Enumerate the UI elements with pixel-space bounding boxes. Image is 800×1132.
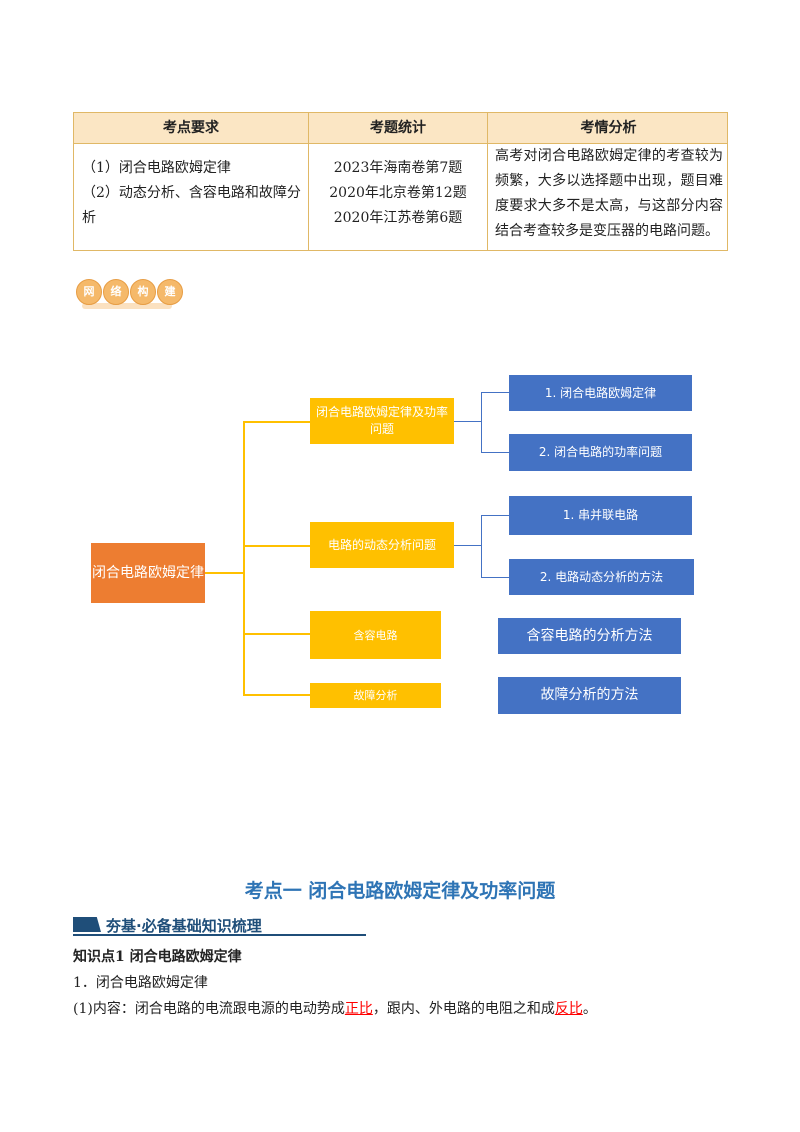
leaf-connector	[454, 545, 482, 546]
content-text: (1)内容：闭合电路的电流跟电源的电动势成	[73, 1001, 345, 1017]
stats-column: 考题统计 2023年海南卷第7题 2020年北京卷第12题 2020年江苏卷第6…	[309, 113, 488, 250]
leaf-connector	[481, 392, 509, 393]
connector-line	[243, 633, 310, 635]
exam-requirements-table: 考点要求 （1）闭合电路欧姆定律 （2）动态分析、含容电路和故障分析 考题统计 …	[73, 112, 728, 251]
leaf-connector	[481, 515, 509, 516]
branch-node: 闭合电路欧姆定律及功率问题	[310, 398, 454, 444]
analysis-column: 考情分析 高考对闭合电路欧姆定律的考查较为频繁，大多以选择题中出现，题目难度要求…	[488, 113, 729, 250]
requirements-column: 考点要求 （1）闭合电路欧姆定律 （2）动态分析、含容电路和故障分析	[74, 113, 309, 250]
leaf-connector	[481, 452, 509, 453]
leaf-connector	[481, 515, 482, 577]
knowledge-point-heading: 知识点1 闭合电路欧姆定律	[73, 949, 242, 965]
content-text: 。	[582, 1001, 597, 1017]
connector-line	[243, 545, 310, 547]
leaf-node: 2. 电路动态分析的方法	[509, 559, 694, 595]
leaf-connector	[481, 392, 482, 452]
ribbon-text: 夯基·必备基础知识梳理	[106, 917, 262, 935]
answer-blank: 正比	[344, 1001, 373, 1017]
content-text: ，跟内、外电路的电阻之和成	[372, 1001, 555, 1017]
branch-node: 含容电路	[310, 611, 441, 659]
leaf-node: 1. 串并联电路	[509, 496, 692, 535]
section-ribbon: 夯基·必备基础知识梳理	[73, 914, 366, 936]
badge-char: 建	[157, 279, 183, 305]
leaf-node: 含容电路的分析方法	[498, 618, 681, 654]
badge-char: 网	[76, 279, 102, 305]
analysis-cell: 高考对闭合电路欧姆定律的考查较为频繁，大多以选择题中出现，题目难度要求大多不是太…	[495, 148, 723, 239]
stats-cell: 2023年海南卷第7题 2020年北京卷第12题 2020年江苏卷第6题	[309, 156, 487, 231]
branch-node: 电路的动态分析问题	[310, 522, 454, 568]
subsection-heading: 1．闭合电路欧姆定律	[73, 975, 208, 991]
connector-line	[243, 694, 310, 696]
leaf-node: 1. 闭合电路欧姆定律	[509, 375, 692, 411]
requirement-item: （2）动态分析、含容电路和故障分析	[82, 185, 301, 226]
connector-line	[243, 421, 245, 696]
header-analysis: 考情分析	[580, 120, 637, 136]
table-header-row	[74, 113, 727, 144]
requirements-cell: （1）闭合电路欧姆定律 （2）动态分析、含容电路和故障分析	[82, 156, 302, 231]
stat-item: 2020年江苏卷第6题	[333, 210, 463, 226]
badge-shadow	[82, 303, 172, 309]
badge-char: 络	[103, 279, 129, 305]
header-stats: 考题统计	[370, 120, 426, 136]
content-paragraph: (1)内容：闭合电路的电流跟电源的电动势成正比，跟内、外电路的电阻之和成反比。	[73, 998, 597, 1018]
ribbon-bar	[73, 917, 101, 932]
leaf-connector	[454, 421, 482, 422]
root-node: 闭合电路欧姆定律	[91, 543, 205, 603]
network-badge: 网 络 构 建	[76, 279, 183, 305]
requirement-item: （1）闭合电路欧姆定律	[82, 160, 231, 176]
section-title: 考点一 闭合电路欧姆定律及功率问题	[244, 880, 556, 902]
leaf-node: 故障分析的方法	[498, 677, 681, 714]
leaf-connector	[481, 577, 509, 578]
connector-line	[243, 421, 310, 423]
stat-item: 2023年海南卷第7题	[333, 160, 463, 176]
header-requirements: 考点要求	[163, 120, 219, 136]
branch-node: 故障分析	[310, 683, 441, 708]
connector-line	[205, 572, 244, 574]
stat-item: 2020年北京卷第12题	[329, 185, 467, 201]
answer-blank: 反比	[554, 1001, 583, 1017]
leaf-node: 2. 闭合电路的功率问题	[509, 434, 692, 471]
ribbon-underline	[73, 934, 366, 936]
badge-char: 构	[130, 279, 156, 305]
